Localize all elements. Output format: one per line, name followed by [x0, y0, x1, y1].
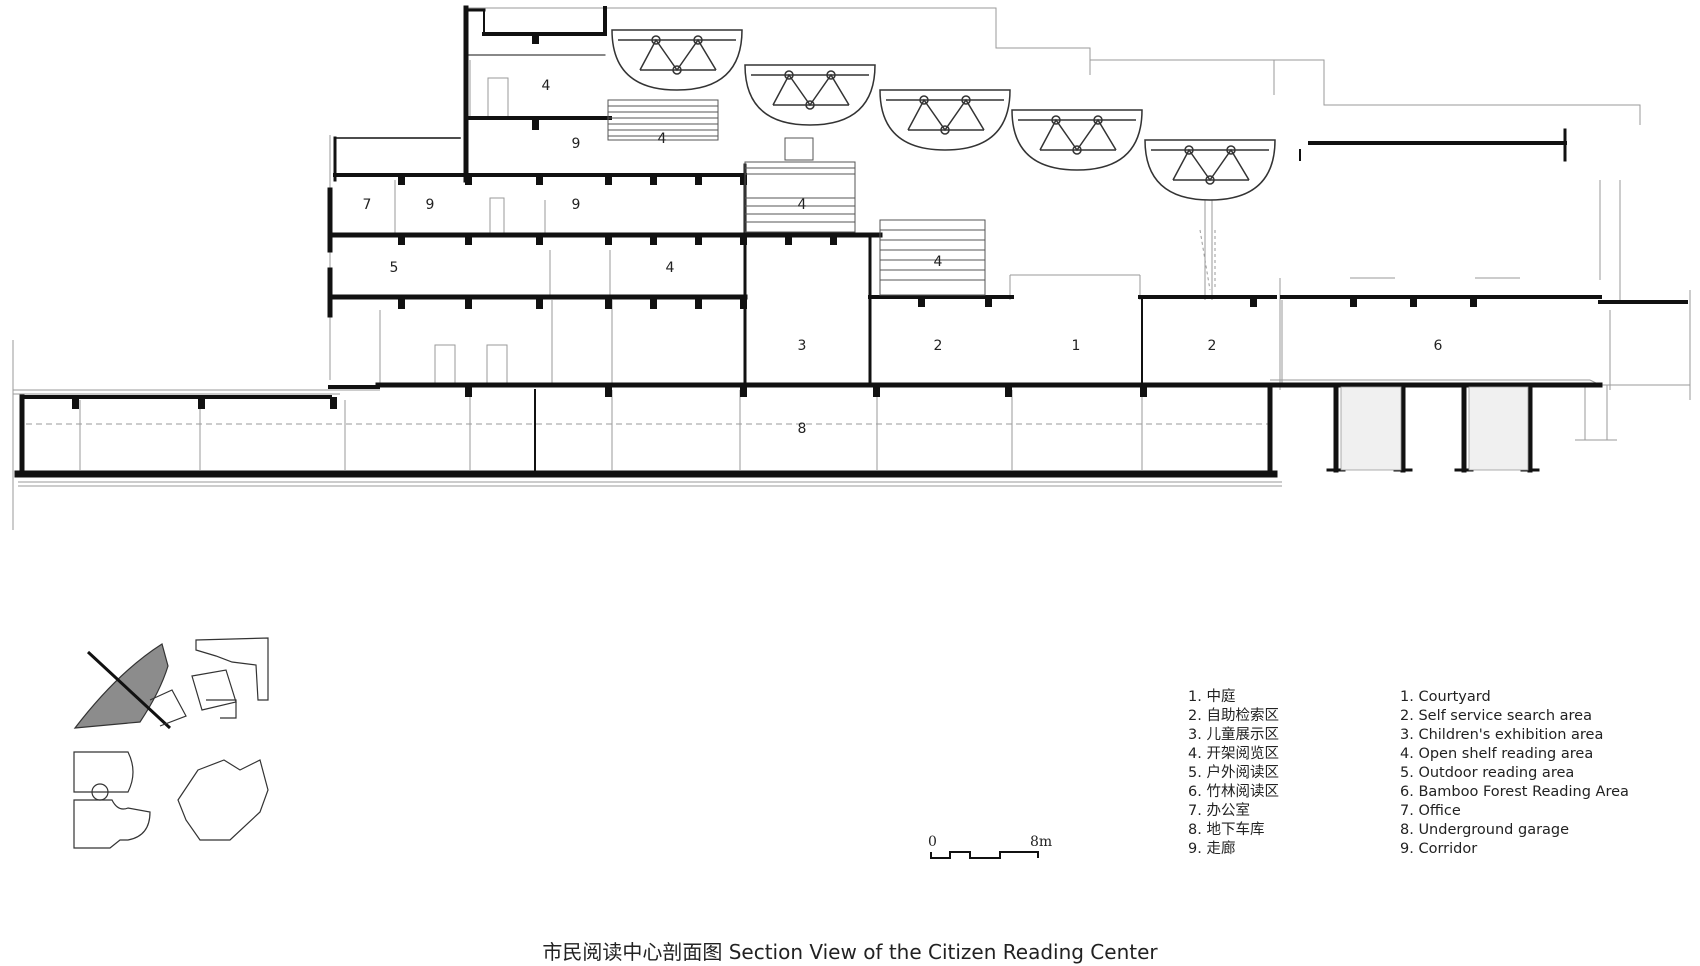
legend-item: 8. Underground garage [1400, 822, 1570, 838]
legend-item: 7. Office [1400, 803, 1461, 819]
scale-bar-start-label: 0 [928, 834, 937, 850]
bookshelf-boxes [607, 99, 986, 296]
room-label: 6 [1434, 338, 1443, 354]
legend-item: 1. 中庭 [1188, 689, 1236, 705]
drawing-caption: 市民阅读中心剖面图 Section View of the Citizen Re… [542, 940, 1158, 964]
legend-item: 4. 开架阅览区 [1188, 746, 1279, 762]
room-label: 4 [798, 197, 807, 213]
room-label: 9 [572, 197, 581, 213]
room-label: 1 [1072, 338, 1081, 354]
legend-item: 5. Outdoor reading area [1400, 765, 1575, 781]
roof-trusses [611, 29, 1276, 201]
legend-item: 6. 竹林阅读区 [1188, 784, 1279, 800]
legend-item: 7. 办公室 [1188, 803, 1250, 819]
room-label: 7 [363, 197, 372, 213]
legend-item: 4. Open shelf reading area [1400, 746, 1594, 762]
legend-item: 9. Corridor [1400, 841, 1478, 857]
legend-item: 3. Children's exhibition area [1400, 727, 1604, 743]
scale-bar: 0 8m [928, 834, 1052, 859]
room-label: 9 [572, 136, 581, 152]
legend-item: 2. 自助检索区 [1188, 708, 1279, 724]
building-outline-thin [12, 7, 1691, 530]
room-label: 2 [934, 338, 943, 354]
room-label: 4 [666, 260, 675, 276]
legend-item: 1. Courtyard [1400, 689, 1491, 705]
room-label: 9 [426, 197, 435, 213]
room-label: 5 [390, 260, 399, 276]
room-label: 4 [658, 131, 667, 147]
earth-hatch [1340, 386, 1529, 471]
room-labels: 4 9 4 7 9 9 4 5 4 4 3 2 1 2 6 8 [363, 78, 1443, 437]
room-label: 4 [934, 254, 943, 270]
key-plan [73, 637, 269, 849]
beams [72, 34, 1477, 409]
legend-item: 2. Self service search area [1400, 708, 1592, 724]
legend-item: 8. 地下车库 [1188, 822, 1265, 838]
legend-item: 3. 儿童展示区 [1188, 727, 1279, 743]
legend-item: 6. Bamboo Forest Reading Area [1400, 784, 1629, 800]
room-label: 8 [798, 421, 807, 437]
legend-chinese: 1. 中庭 2. 自助检索区 3. 儿童展示区 4. 开架阅览区 5. 户外阅读区 6. … [1188, 688, 1279, 859]
legend-item: 5. 户外阅读区 [1188, 765, 1279, 781]
legend-english: 1. Courtyard 2. Self service search area 3… [1400, 688, 1629, 859]
room-label: 4 [542, 78, 551, 94]
room-label: 3 [798, 338, 807, 354]
room-label: 2 [1208, 338, 1217, 354]
scale-bar-end-label: 8m [1030, 834, 1052, 850]
structure-heavy [14, 5, 1688, 478]
legend-item: 9. 走廊 [1188, 841, 1236, 857]
